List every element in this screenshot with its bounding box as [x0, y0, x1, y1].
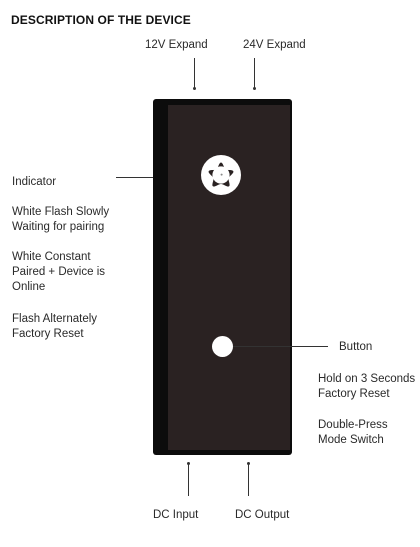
label-dc-input: DC Input: [153, 509, 199, 521]
label-12v-expand: 12V Expand: [145, 39, 208, 51]
button-action-double-press: Double-Press Mode Switch: [318, 418, 388, 448]
diagram-title: DESCRIPTION OF THE DEVICE: [11, 13, 191, 27]
action-line: Hold on 3 Seconds: [318, 373, 416, 385]
state-line: White Flash Slowly: [12, 206, 110, 218]
state-line: Flash Alternately: [12, 313, 98, 325]
leader-24v-expand: [254, 58, 255, 88]
state-line: Paired + Device is: [12, 266, 105, 278]
action-line: Double-Press: [318, 419, 388, 431]
leader-dc-input: [188, 463, 189, 496]
state-line: White Constant: [12, 251, 91, 263]
indicator-state-flash-alternately: Flash Alternately Factory Reset: [12, 312, 97, 342]
leader-dc-output: [248, 463, 249, 496]
leader-24v-expand-dot: [253, 87, 256, 90]
leader-12v-expand: [194, 58, 195, 88]
state-line: Online: [12, 281, 46, 293]
leader-button: [233, 346, 328, 347]
button-action-hold: Hold on 3 Seconds Factory Reset: [318, 372, 415, 402]
indicator-state-flash-slowly: White Flash Slowly Waiting for pairing: [12, 205, 109, 235]
indicator-star-icon: [208, 162, 234, 187]
indicator-label: Indicator: [12, 176, 57, 188]
button-label: Button: [339, 341, 373, 353]
leader-indicator: [116, 177, 153, 178]
indicator-state-constant: White Constant Paired + Device is Online: [12, 250, 105, 295]
leader-12v-expand-dot: [193, 87, 196, 90]
label-24v-expand: 24V Expand: [243, 39, 306, 51]
action-line: Mode Switch: [318, 434, 384, 446]
label-dc-output: DC Output: [235, 509, 290, 521]
state-line: Waiting for pairing: [12, 221, 105, 233]
device-button[interactable]: [212, 336, 233, 357]
action-line: Factory Reset: [318, 388, 390, 400]
state-line: Factory Reset: [12, 328, 84, 340]
